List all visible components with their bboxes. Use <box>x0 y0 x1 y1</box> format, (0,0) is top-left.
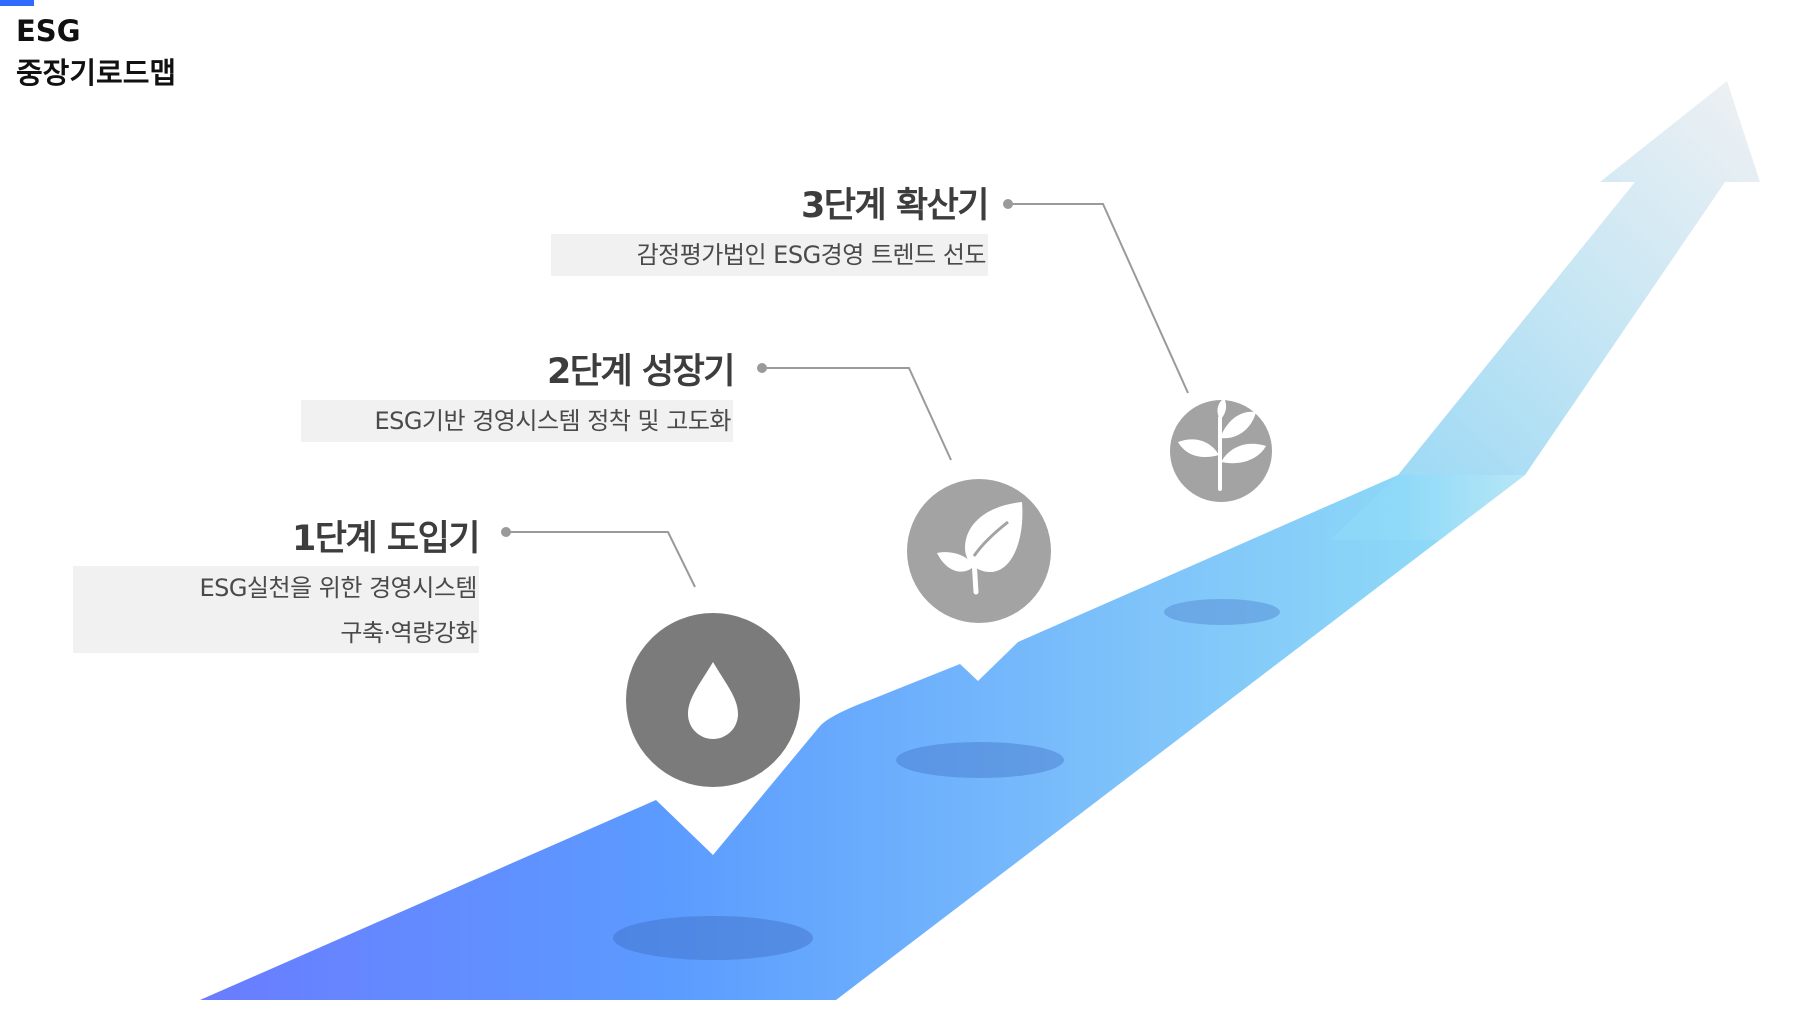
stage1-title: 1단계 도입기 <box>291 519 481 559</box>
stage1-description-line2: 구축·역량강화 <box>340 619 477 647</box>
title-accent-bar <box>0 0 34 6</box>
stage2-shadow <box>896 742 1064 778</box>
sprout-leaf-icon <box>907 479 1051 623</box>
stage3-title: 3단계 확산기 <box>800 186 990 226</box>
page-title: ESG 중장기로드맵 <box>16 10 176 94</box>
stage3-leader-line <box>1003 199 1189 394</box>
water-drop-icon <box>626 613 800 787</box>
stage3-description: 감정평가법인 ESG경영 트렌드 선도 <box>551 234 988 276</box>
road-fade <box>1330 475 1525 540</box>
stage2-description: ESG기반 경영시스템 정착 및 고도화 <box>301 400 733 442</box>
stage2-description-line1: ESG기반 경영시스템 정착 및 고도화 <box>374 407 731 435</box>
growth-road <box>200 475 1525 1000</box>
page-title-line1: ESG <box>16 14 81 48</box>
stage1-description: ESG실천을 위한 경영시스템 구축·역량강화 <box>73 566 479 653</box>
stage3-description-line1: 감정평가법인 ESG경영 트렌드 선도 <box>636 241 987 269</box>
stage3-shadow <box>1164 599 1280 625</box>
growing-plant-icon <box>1170 398 1272 502</box>
growth-arrow-head <box>1398 81 1760 475</box>
stage2-leader-line <box>757 363 952 461</box>
stage1-shadow <box>613 916 813 960</box>
page-title-line2: 중장기로드맵 <box>16 56 177 90</box>
stage1-description-line1: ESG실천을 위한 경영시스템 <box>199 574 477 602</box>
stage1-leader-line <box>501 527 696 588</box>
stage2-title: 2단계 성장기 <box>546 352 736 392</box>
